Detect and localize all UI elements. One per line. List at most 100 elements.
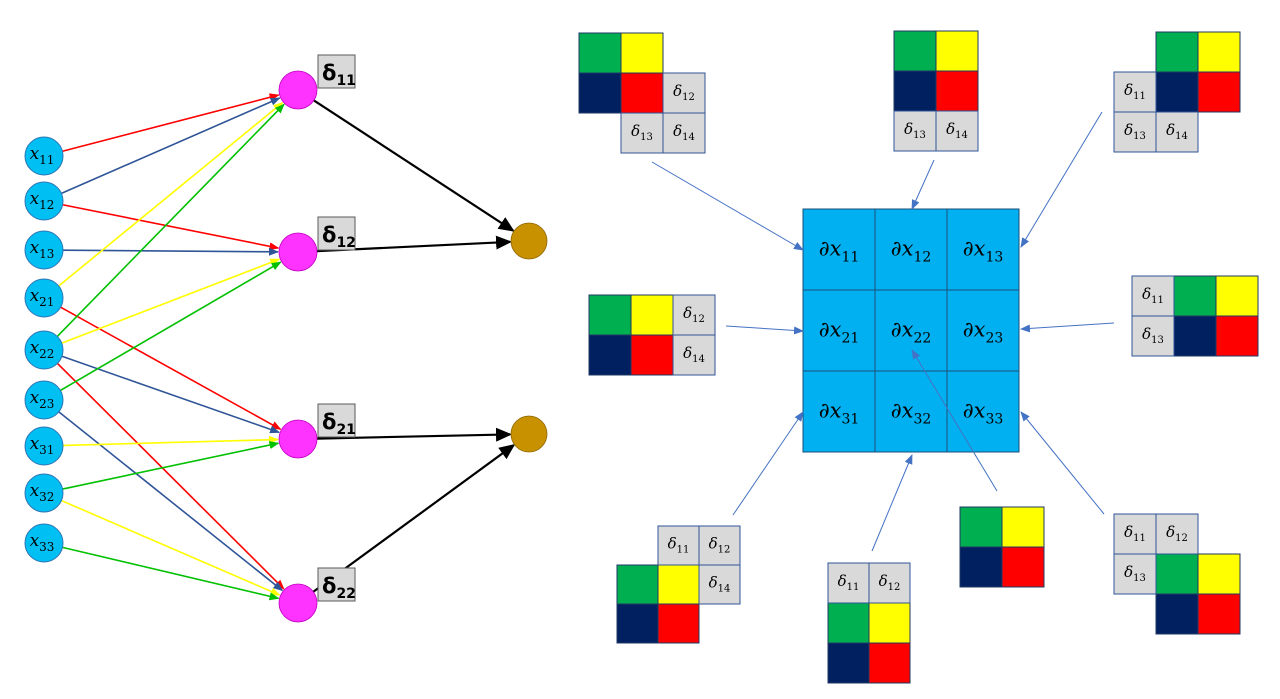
input-node-x11: x11 (24, 136, 64, 176)
gradient-grid: ∂x11∂x12∂x13∂x21∂x22∂x23∂x31∂x32∂x33 (802, 208, 1020, 453)
kernel-delta-label: δ14 (709, 574, 731, 595)
delta-label: δ21 (322, 410, 356, 438)
input-node-label: x32 (30, 481, 55, 504)
kernel-delta-label: δ11 (1124, 523, 1146, 544)
input-node-circle (24, 278, 64, 318)
kernel-weight-cell (1215, 315, 1259, 357)
output-node-o2 (510, 415, 548, 453)
hidden-node-h22: δ22 (278, 567, 356, 623)
edge-x12-h12 (62, 203, 280, 251)
hidden-node-circle (278, 583, 318, 623)
input-node-x33: x33 (24, 523, 64, 563)
kernel-weight-cell (657, 603, 700, 644)
input-node-circle (24, 426, 64, 466)
kernel-delta-cell (662, 72, 706, 114)
input-node-x21: x21 (24, 278, 64, 318)
kernel-weight-cell (578, 72, 622, 114)
kernel-k-middle-left: δ12 δ14 (588, 294, 716, 376)
kernel-delta-cell (672, 294, 716, 336)
kernel-weight-cell (620, 72, 664, 114)
input-node-circle (24, 380, 64, 420)
delta-label-box (317, 567, 356, 602)
input-node-label: x21 (30, 286, 55, 309)
kernel-weight-cell (1001, 546, 1045, 588)
kernel-delta-label: δ14 (1166, 121, 1188, 142)
edge-h21-o2 (316, 427, 513, 442)
input-node-circle (24, 473, 64, 513)
grid-cell-label-x31: ∂x31 (819, 399, 860, 428)
kernel-delta-label: δ14 (683, 344, 705, 365)
kernel-weight-cell (578, 32, 622, 74)
kernel-delta-label: δ12 (1166, 523, 1188, 544)
kernel-delta-cell (1155, 111, 1199, 153)
arrow-k-middle-right (1020, 322, 1115, 333)
kernel-delta-label: δ12 (673, 82, 695, 103)
edge-x22-h11 (56, 103, 285, 337)
kernel-delta-label: δ12 (683, 304, 705, 325)
input-node-circle (24, 230, 64, 270)
edge-x21-h11 (58, 102, 284, 287)
grid-cell-label-x12: ∂x12 (891, 237, 932, 266)
kernel-delta-label: δ13 (631, 122, 653, 143)
kernel-delta-cell (698, 564, 741, 605)
hidden-node-circle (278, 70, 318, 110)
hidden-node-h11: δ11 (278, 54, 356, 110)
grid-cell-label-x21: ∂x21 (819, 318, 860, 347)
kernel-weight-cell (1173, 315, 1217, 357)
kernel-weight-cell (827, 602, 870, 644)
grid-cell-label-x23: ∂x23 (963, 318, 1004, 347)
kernel-weight-cell (630, 294, 674, 336)
kernel-weight-cell (959, 506, 1003, 548)
kernel-weight-cell (1155, 71, 1199, 113)
edge-h22-o2 (312, 444, 516, 593)
kernel-weight-cell (1197, 593, 1241, 635)
arrow-k-bottom-right (1020, 411, 1105, 515)
kernel-delta-label: δ11 (838, 572, 860, 593)
hidden-node-h12: δ12 (278, 216, 356, 272)
input-node-circle (24, 181, 64, 221)
output-node-o1 (510, 222, 548, 260)
kernel-delta-label: δ11 (1124, 81, 1146, 102)
kernel-delta-cell (1131, 275, 1175, 317)
kernel-weight-cell (893, 30, 937, 72)
edge-x11-h11 (62, 93, 280, 152)
kernel-weight-cell (827, 642, 870, 684)
kernel-delta-label: δ14 (946, 120, 968, 141)
kernel-delta-label: δ13 (904, 120, 926, 141)
grid-cell-label-x33: ∂x33 (963, 399, 1004, 428)
kernel-weight-cell (868, 642, 911, 684)
kernel-weight-cell (616, 564, 659, 605)
edge-x32-h21 (62, 441, 280, 490)
kernel-delta-label: δ11 (1142, 285, 1164, 306)
hidden-node-circle (278, 232, 318, 272)
kernel-delta-cell (827, 562, 870, 604)
input-node-x32: x32 (24, 473, 64, 513)
edge-x22-h12 (61, 258, 281, 344)
kernel-weight-cell (1155, 553, 1199, 595)
input-node-circle (24, 523, 64, 563)
edge-x32-h22 (61, 499, 281, 596)
arrow-k-center (911, 349, 998, 492)
kernel-weight-cell (616, 603, 659, 644)
kernel-weight-cell (1001, 506, 1045, 548)
grid-cell-label-x32: ∂x32 (891, 399, 932, 428)
kernel-weight-cell (893, 70, 937, 112)
kernel-k-top-center: δ13 δ14 (893, 30, 979, 152)
input-node-circle (24, 136, 64, 176)
input-node-x23: x23 (24, 380, 64, 420)
kernel-delta-cell (1155, 513, 1199, 555)
input-node-label: x12 (30, 189, 55, 212)
kernel-delta-cell (1113, 71, 1157, 113)
kernel-weight-cell (657, 564, 700, 605)
edge-x31-h21 (62, 435, 280, 447)
gradient-grid-bg (802, 208, 1020, 453)
kernel-delta-cell (1113, 111, 1157, 153)
delta-label: δ11 (322, 61, 356, 89)
